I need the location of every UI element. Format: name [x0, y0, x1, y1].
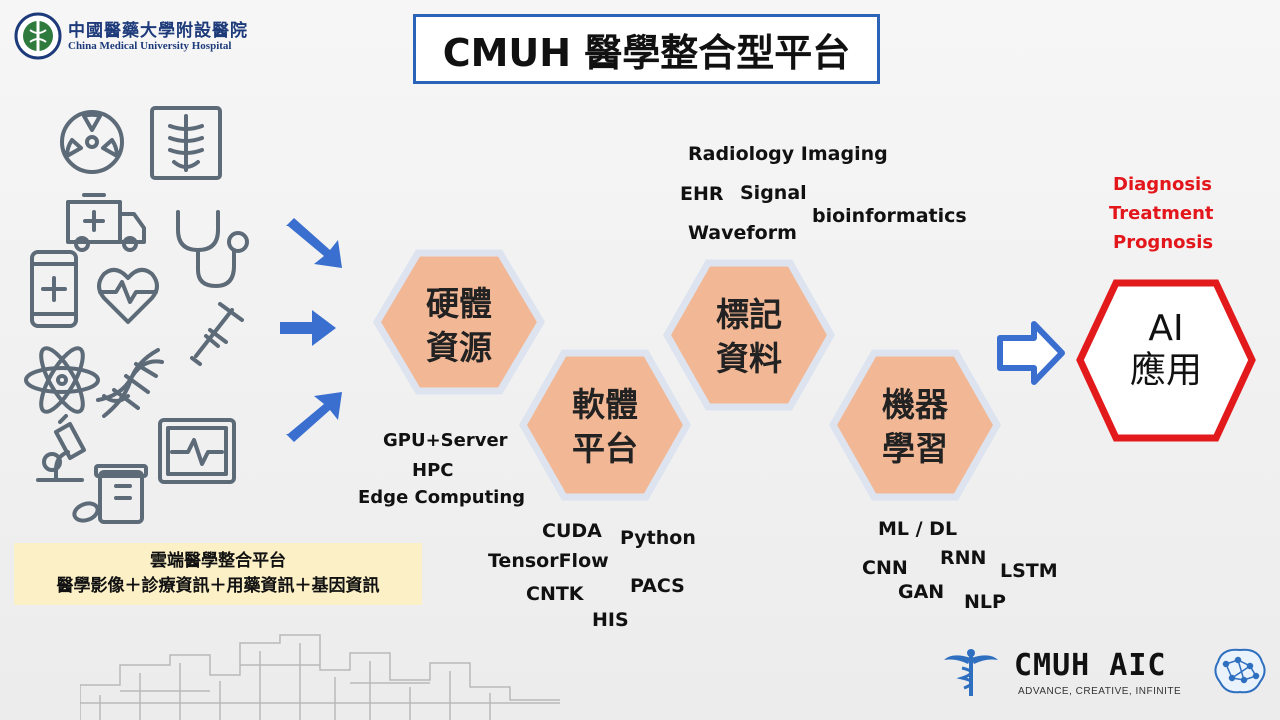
term-lstm: LSTM [1000, 560, 1058, 582]
term-his: HIS [592, 609, 629, 631]
hexagon-software-label: 軟體 平台 [545, 383, 665, 471]
microscope-icon [36, 414, 86, 482]
ml-label-line1: 機器 [882, 385, 948, 424]
hospital-name-chinese: 中國醫藥大學附設醫院 [68, 21, 248, 41]
hardware-label-line1: 硬體 [426, 284, 492, 323]
ambulance-icon [66, 193, 146, 252]
hospital-emblem-icon [14, 12, 62, 60]
software-label-line2: 平台 [572, 429, 638, 468]
term-nlp: NLP [964, 591, 1006, 613]
monitor-ecg-icon [158, 418, 236, 484]
hardware-label-line2: 資源 [426, 328, 492, 367]
ml-label-line2: 學習 [882, 429, 948, 468]
input-arrows [280, 218, 342, 442]
term-gan: GAN [898, 581, 945, 603]
caduceus-icon [944, 649, 998, 696]
cloud-box-title: 雲端醫學整合平台 [150, 551, 286, 571]
ai-label-line1: AI [1148, 308, 1184, 349]
ai-application-label: AI 應用 [1086, 308, 1246, 392]
data-label-line1: 標記 [716, 295, 782, 334]
arrow-down-right-icon [286, 218, 342, 268]
heartbeat-icon [97, 267, 159, 324]
term-tensorflow: TensorFlow [488, 550, 609, 572]
stethoscope-icon [176, 210, 249, 288]
term-cuda: CUDA [542, 520, 602, 542]
cloud-box-subtitle: 醫學影像＋診療資訊＋用藥資訊＋基因資訊 [56, 576, 380, 596]
hospital-building-illustration [80, 634, 560, 720]
brain-network-icon [1214, 648, 1266, 694]
term-hpc: HPC [412, 460, 454, 481]
footer-logo-name: CMUH AIC [1014, 648, 1167, 683]
term-bioinformatics: bioinformatics [812, 205, 967, 227]
term-cntk: CNTK [526, 583, 584, 605]
hexagon-data-label: 標記 資料 [689, 293, 809, 381]
term-gpu-server: GPU+Server [383, 430, 508, 451]
dna-icon [96, 348, 164, 418]
outcome-treatment: Treatment [1109, 203, 1214, 224]
pill-bottle-icon [72, 464, 148, 524]
hospital-name-english: China Medical University Hospital [68, 40, 232, 52]
outcome-prognosis: Prognosis [1113, 232, 1214, 253]
data-label-line2: 資料 [716, 339, 782, 378]
output-arrow-icon [997, 321, 1065, 385]
term-radiology-imaging: Radiology Imaging [688, 143, 888, 165]
outcome-diagnosis: Diagnosis [1113, 174, 1212, 195]
medical-icons [24, 106, 249, 524]
page-title: CMUH 醫學整合型平台 [413, 14, 880, 84]
term-rnn: RNN [940, 547, 987, 569]
term-waveform: Waveform [688, 222, 797, 244]
arrow-up-right-icon [286, 392, 342, 442]
ai-label-line2: 應用 [1129, 350, 1202, 391]
term-edge-computing: Edge Computing [358, 487, 526, 508]
mobile-health-icon [30, 250, 78, 328]
hexagon-ml-label: 機器 學習 [855, 383, 975, 471]
term-cnn: CNN [862, 557, 908, 579]
cloud-platform-box: 雲端醫學整合平台 醫學影像＋診療資訊＋用藥資訊＋基因資訊 [14, 543, 422, 605]
radiation-icon [60, 110, 124, 174]
hexagon-hardware-label: 硬體 資源 [399, 282, 519, 370]
hospital-logo: 中國醫藥大學附設醫院 China Medical University Hosp… [14, 12, 254, 62]
arrow-right-icon [280, 310, 336, 346]
term-pacs: PACS [630, 575, 685, 597]
xray-icon [150, 106, 222, 180]
term-python: Python [620, 527, 696, 549]
term-signal: Signal [740, 182, 807, 204]
term-ml-dl: ML / DL [878, 518, 958, 540]
crutch-icon [190, 302, 244, 366]
atom-icon [24, 346, 100, 414]
software-label-line1: 軟體 [572, 385, 638, 424]
term-ehr: EHR [680, 183, 724, 205]
footer-logo-tagline: ADVANCE, CREATIVE, INFINITE [1018, 686, 1182, 697]
